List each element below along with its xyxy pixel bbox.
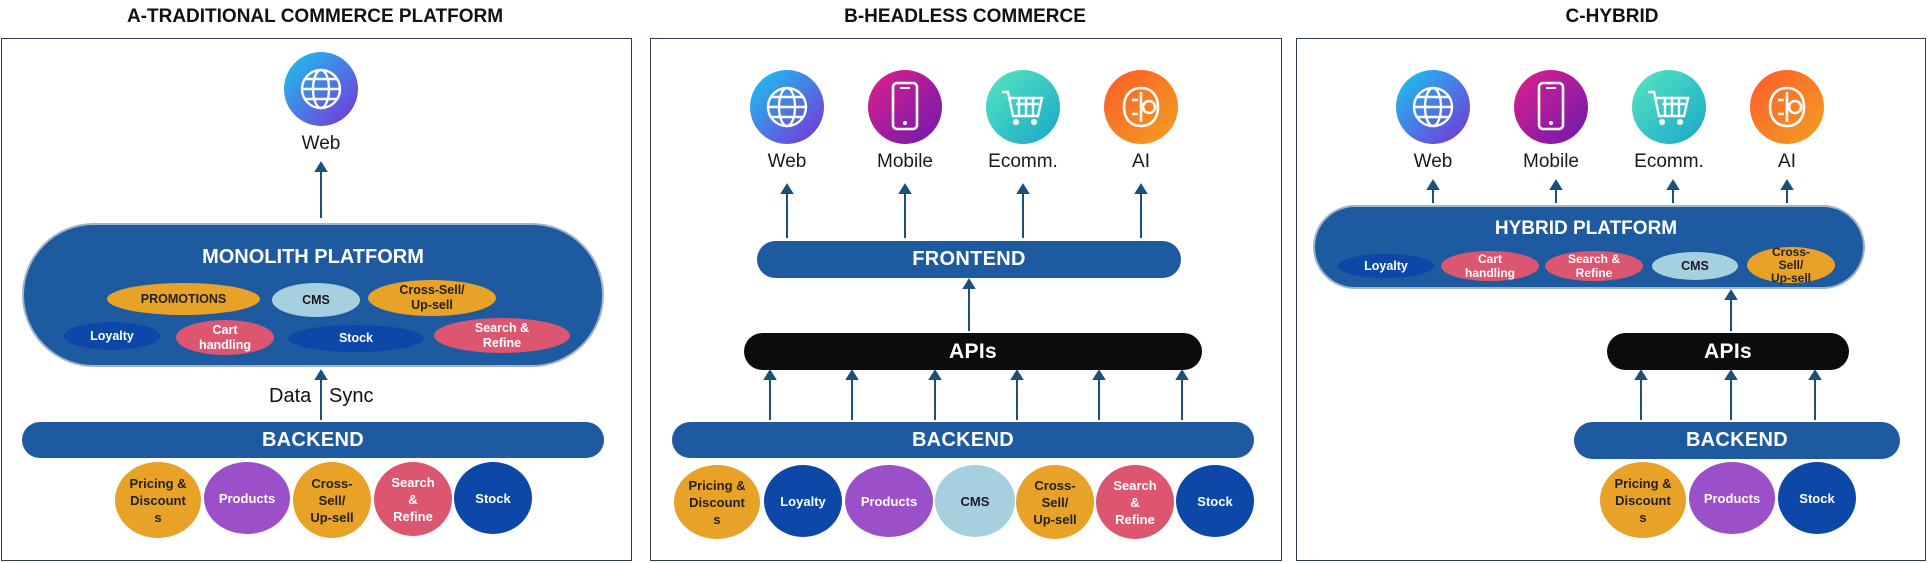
shopping-cart-icon [986, 70, 1060, 144]
channel-label-ecomm: Ecomm. [1634, 151, 1704, 172]
platform-item-cart-handling: Cart handling [176, 320, 274, 355]
backend-item-pricing: Pricing & Discount s [115, 462, 201, 538]
globe-icon [284, 52, 358, 126]
backend-item-loyalty: Loyalty [764, 465, 842, 537]
apis-bar: APIs [1607, 333, 1849, 370]
frontend-bar: FRONTEND [757, 241, 1181, 278]
hybrid-platform-title: HYBRID PLATFORM [1494, 218, 1678, 239]
backend-item-cross-sell: Cross- Sell/ Up-sell [293, 462, 371, 538]
mobile-phone-icon [868, 70, 942, 144]
platform-item-promotions: PROMOTIONS [107, 283, 260, 315]
backend-bar: BACKEND [1574, 422, 1900, 459]
backend-item-cms: CMS [935, 465, 1015, 537]
backend-item-pricing: Pricing & Discount s [674, 465, 760, 539]
backend-item-stock: Stock [454, 462, 532, 534]
backend-item-stock: Stock [1778, 462, 1856, 534]
channel-label-mobile: Mobile [877, 151, 933, 172]
shopping-cart-icon [1632, 70, 1706, 144]
platform-item-search-refine: Search & Refine [434, 318, 570, 353]
channel-label-web: Web [301, 133, 341, 154]
channel-label-ai: AI [1778, 151, 1796, 172]
platform-item-loyalty: Loyalty [64, 322, 160, 350]
backend-item-cross-sell: Cross- Sell/ Up-sell [1016, 465, 1094, 539]
backend-item-products: Products [845, 465, 933, 537]
panel-c-title: C-HYBRID [1565, 6, 1659, 27]
platform-item-stock: Stock [288, 325, 424, 352]
globe-icon [750, 70, 824, 144]
monolith-platform-title: MONOLITH PLATFORM [202, 246, 424, 268]
platform-item-search-refine: Search & Refine [1545, 251, 1643, 281]
mobile-phone-icon [1514, 70, 1588, 144]
backend-bar: BACKEND [672, 422, 1254, 458]
backend-item-stock: Stock [1176, 465, 1254, 537]
platform-item-cross-sell: Cross-Sell/ Up-sell [368, 280, 496, 316]
data-sync-label-right: Sync [329, 385, 374, 407]
backend-item-pricing: Pricing & Discount s [1600, 462, 1686, 538]
ai-brain-icon [1104, 70, 1178, 144]
panel-a-title: A-TRADITIONAL COMMERCE PLATFORM [126, 6, 504, 27]
backend-item-search-refine: Search & Refine [374, 462, 452, 536]
data-sync-label-left: Data [269, 385, 312, 407]
channel-label-mobile: Mobile [1523, 151, 1579, 172]
globe-icon [1396, 70, 1470, 144]
ai-brain-icon [1750, 70, 1824, 144]
channel-label-web: Web [767, 151, 807, 172]
backend-item-search-refine: Search & Refine [1096, 465, 1174, 539]
backend-item-products: Products [204, 462, 290, 534]
channel-label-ecomm: Ecomm. [988, 151, 1058, 172]
apis-bar: APIs [744, 333, 1202, 370]
platform-item-cart-handling: Cart handling [1441, 251, 1539, 281]
platform-item-loyalty: Loyalty [1338, 254, 1434, 278]
backend-item-products: Products [1689, 462, 1775, 534]
panel-b-title: B-HEADLESS COMMERCE [844, 6, 1086, 27]
platform-item-cms: CMS [1652, 252, 1738, 280]
platform-item-cross-sell: Cross- Sell/ Up-sell [1747, 245, 1835, 284]
backend-bar: BACKEND [22, 422, 604, 458]
channel-label-web: Web [1413, 151, 1453, 172]
platform-item-cms: CMS [272, 283, 360, 317]
channel-label-ai: AI [1132, 151, 1150, 172]
